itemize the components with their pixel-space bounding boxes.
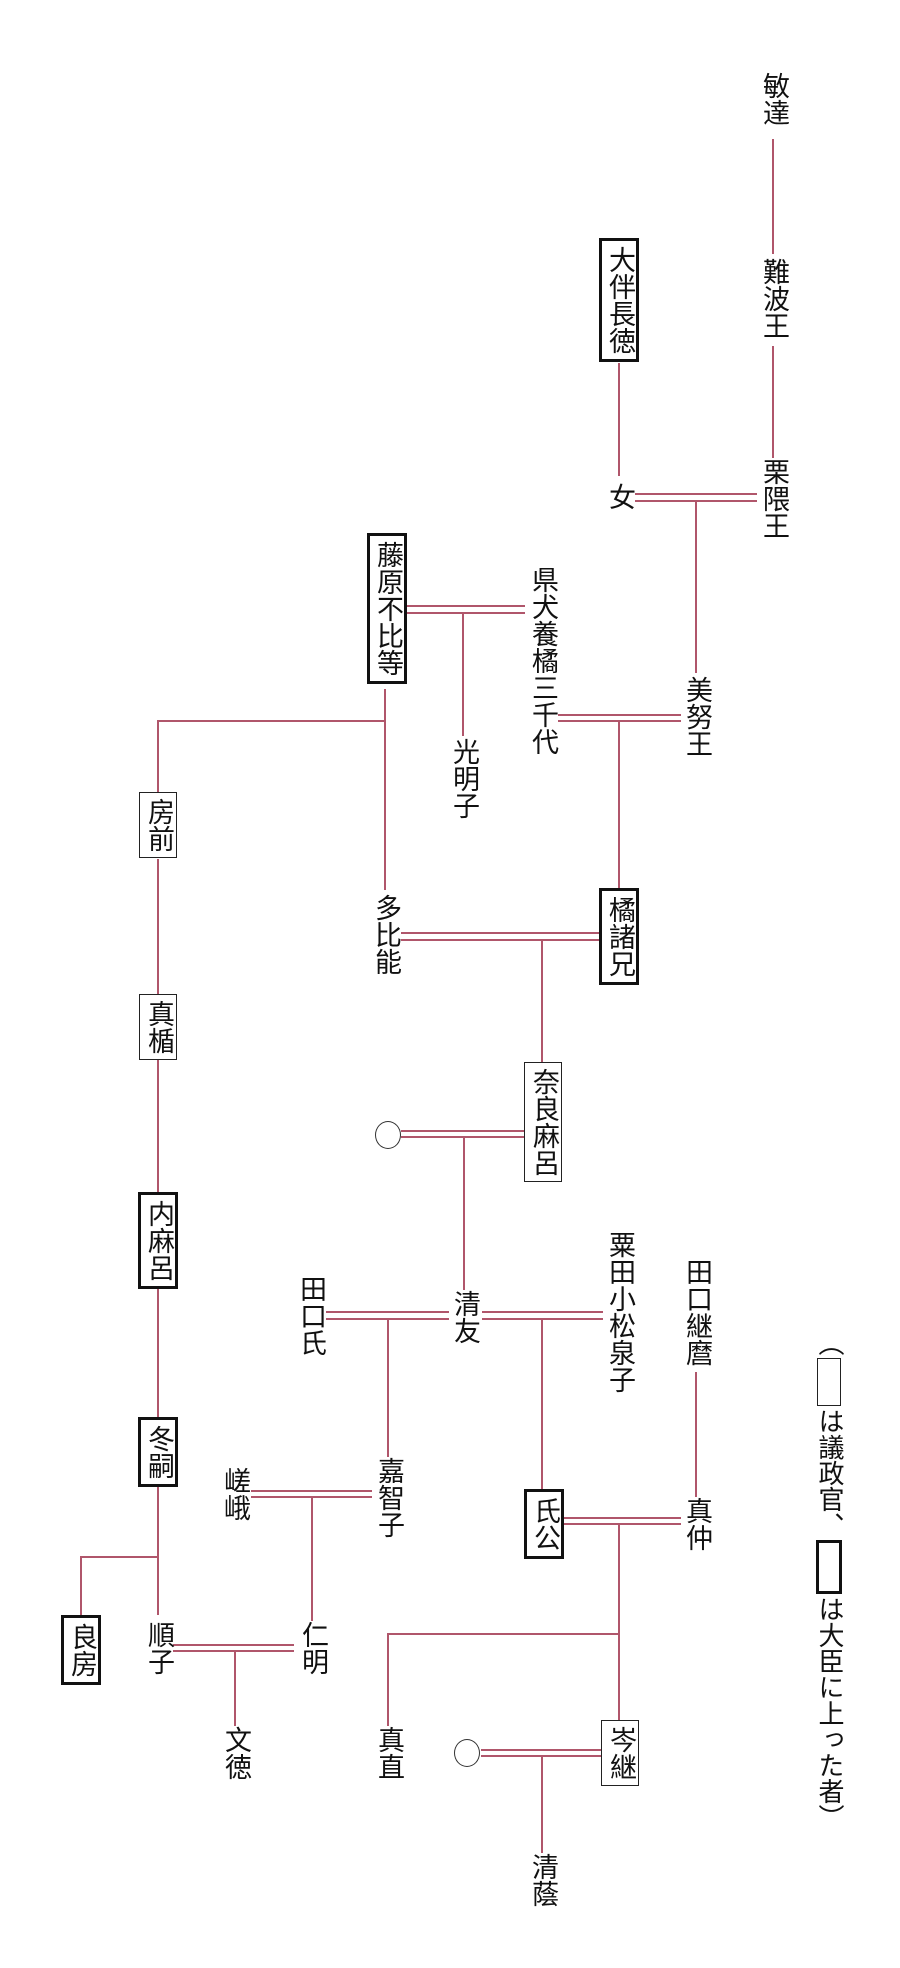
legend-minister-box xyxy=(816,1540,842,1594)
person-manaka: 真仲 xyxy=(681,1497,712,1551)
person-tachibana-moroe-minister: 橘諸兄 xyxy=(599,888,639,985)
person-naniwa-o: 難波王 xyxy=(758,258,789,339)
person-masunao: 真直 xyxy=(373,1726,404,1780)
person-montoku: 文徳 xyxy=(220,1726,251,1780)
legend: （ は議政官、 は大臣に上った者） xyxy=(814,1330,844,1830)
marriage-line xyxy=(558,714,681,722)
person-awata-komatsu-izumiko: 粟田小松泉子 xyxy=(604,1231,635,1393)
person-fusasaki-councilor: 房前 xyxy=(139,792,177,858)
descent-line xyxy=(80,1556,158,1615)
person-kiyotomo: 清友 xyxy=(449,1290,480,1344)
marriage-line xyxy=(635,493,757,502)
person-junshi: 順子 xyxy=(143,1621,174,1675)
person-daughter: 女 xyxy=(604,483,635,510)
person-minetsugu-councilor: 岑継 xyxy=(601,1720,639,1786)
person-fuyutsugu-minister: 冬嗣 xyxy=(138,1417,178,1487)
person-kachiko: 嘉智子 xyxy=(373,1457,404,1538)
descent-line xyxy=(157,720,385,792)
marriage-line xyxy=(401,1130,525,1138)
marriage-line xyxy=(173,1644,294,1652)
person-saga: 嵯峨 xyxy=(219,1467,250,1521)
person-kiyokage: 清蔭 xyxy=(527,1853,558,1907)
person-taguchi-tsugimaro: 田口継麿 xyxy=(681,1258,712,1366)
descent-lines xyxy=(80,139,774,1853)
person-kurikuma-o: 栗隈王 xyxy=(758,458,789,539)
person-taguchi-shi: 田口氏 xyxy=(295,1275,326,1356)
legend-minister-text: は大臣に上った者） xyxy=(814,1596,844,1830)
person-ninmyo: 仁明 xyxy=(297,1621,328,1675)
person-komyoshi: 光明子 xyxy=(448,738,479,819)
legend-councilor-text: は議政官、 xyxy=(814,1408,844,1538)
marriage-line xyxy=(401,932,600,941)
person-agatainukai-tachibana-michiyo: 県犬養橘三千代 xyxy=(527,566,558,755)
person-tahino: 多比能 xyxy=(370,894,401,975)
marriage-lines xyxy=(173,493,757,1757)
legend-councilor-box xyxy=(817,1358,841,1406)
marriage-line xyxy=(251,1490,372,1498)
person-naramaro-councilor: 奈良麻呂 xyxy=(524,1062,562,1182)
marriage-line xyxy=(481,1749,604,1757)
unknown-person-circle xyxy=(375,1121,401,1149)
legend-open-paren: （ xyxy=(814,1330,844,1356)
person-bidatsu: 敏達 xyxy=(758,72,789,126)
descent-line xyxy=(387,1633,619,1726)
marriage-line xyxy=(563,1517,681,1525)
person-fujiwara-fuhito-minister: 藤原不比等 xyxy=(367,533,407,684)
marriage-line xyxy=(406,605,525,614)
marriage-line xyxy=(482,1311,603,1320)
person-ujikimi-minister: 氏公 xyxy=(524,1489,564,1559)
marriage-line xyxy=(326,1311,450,1320)
unknown-person-circle xyxy=(454,1739,480,1767)
person-yoshifusa-minister: 良房 xyxy=(61,1615,101,1685)
person-uchimaro-minister: 内麻呂 xyxy=(138,1192,178,1289)
person-otomo-nagatoko-minister: 大伴長徳 xyxy=(599,238,639,362)
person-matate-councilor: 真楯 xyxy=(139,994,177,1060)
person-minu-o: 美努王 xyxy=(681,676,712,757)
